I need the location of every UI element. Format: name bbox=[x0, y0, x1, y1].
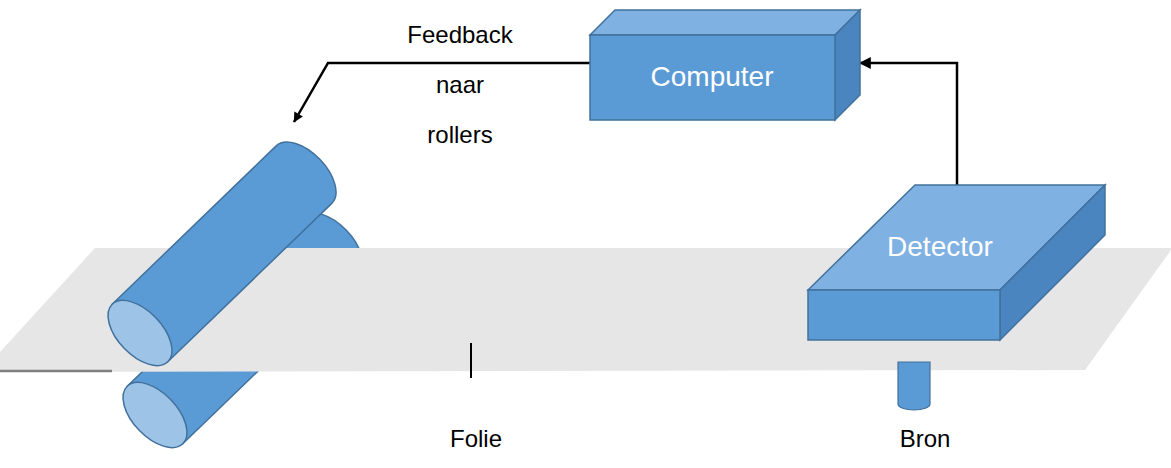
foil-edge bbox=[0, 370, 112, 373]
box-label: Computer bbox=[651, 60, 774, 94]
box-front-face bbox=[808, 290, 1000, 340]
part-name: Bron bbox=[890, 425, 960, 454]
box-side-face bbox=[835, 10, 860, 120]
part-name: Folie bbox=[436, 425, 516, 454]
box-side-face bbox=[1000, 185, 1105, 340]
leader-line bbox=[470, 343, 472, 378]
box-label: Detector bbox=[887, 230, 993, 264]
computer-box: Computer bbox=[590, 10, 860, 120]
box-3d-outline bbox=[808, 185, 1105, 340]
box-top-face bbox=[590, 10, 860, 35]
box-front-face bbox=[590, 35, 835, 120]
signal-label: Feedback naar rollers bbox=[404, 10, 516, 160]
source-cylinder bbox=[898, 362, 930, 410]
detector-box: Detector bbox=[808, 185, 1105, 340]
top-roller bbox=[96, 131, 347, 377]
signal-arrow bbox=[860, 63, 957, 185]
